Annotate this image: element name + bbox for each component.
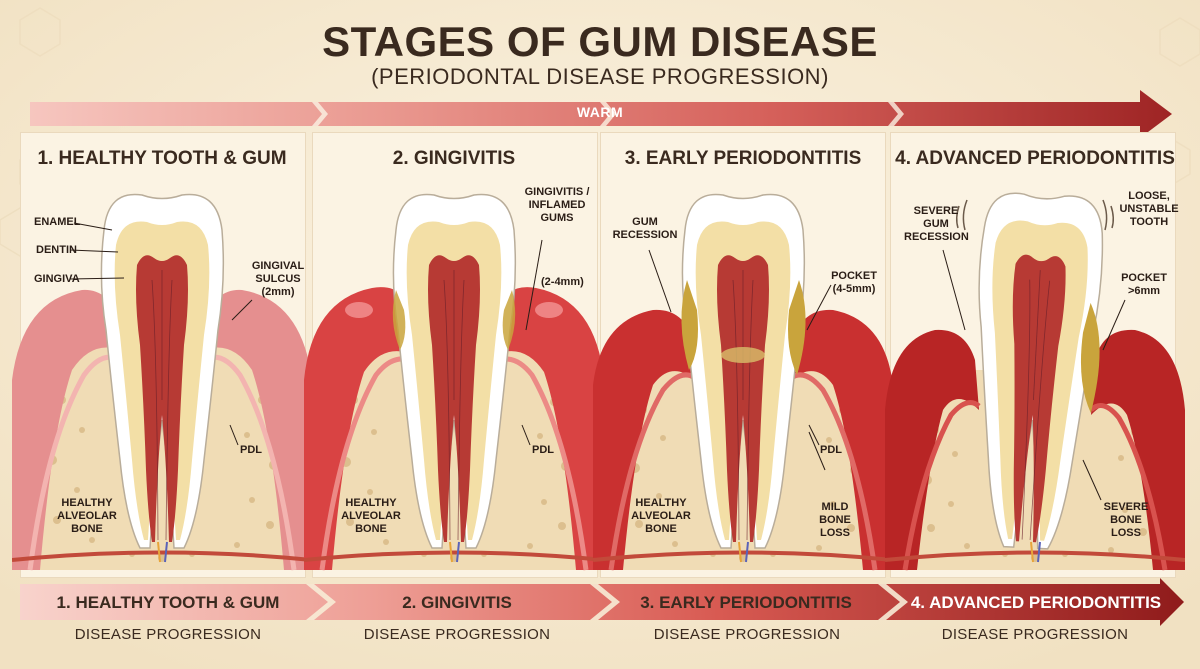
label-pocket: POCKET (4-5mm) [824,270,884,296]
footer-stage-3: 3. EARLY PERIODONTITIS [640,593,852,612]
label-text: (2mm) [261,286,295,298]
label-text: BONE [819,514,851,526]
stage-title-3: 3. EARLY PERIODONTITIS [624,148,862,169]
label-mild-bone-loss: MILD BONE LOSS [810,501,860,540]
label-loose-tooth: LOOSE, UNSTABLE TOOTH [1114,190,1184,229]
label-text: GUM [923,218,949,230]
label-pdl: PDL [820,444,842,456]
label-text: GINGIVITIS / [524,186,590,198]
label-text: RECESSION [612,229,678,241]
label-text: ALVEOLAR [631,510,691,522]
stage-title-4: 4. ADVANCED PERIODONTITIS [895,148,1175,169]
label-dentin: DENTIN [36,244,77,256]
tooth-diagram-gingivitis [304,193,604,571]
label-text: LOOSE, [1128,190,1170,202]
label-text: GUM [632,216,658,228]
label-text: ALVEOLAR [57,510,117,522]
footer-caption-3: DISEASE PROGRESSION [653,626,841,643]
label-inflamed-gums: GINGIVITIS / INFLAMED GUMS [512,186,602,225]
footer-stage-1: 1. HEALTHY TOOTH & GUM [56,593,280,612]
footer-caption-2: DISEASE PROGRESSION [363,626,551,643]
label-severe-bone-loss: SEVERE BONE LOSS [1096,501,1156,540]
footer-stage-4: 4. ADVANCED PERIODONTITIS [910,593,1162,612]
label-text: UNSTABLE [1119,203,1179,215]
label-gingival-sulcus: GINGIVAL SULCUS (2mm) [248,260,308,299]
page-title: STAGES OF GUM DISEASE [322,18,878,65]
band-label: WARM [576,104,624,120]
label-healthy-bone: HEALTHY ALVEOLAR BONE [52,497,122,536]
label-gingiva: GINGIVA [34,273,80,285]
label-text: (4-5mm) [832,283,876,295]
footer-caption-1: DISEASE PROGRESSION [74,626,262,643]
label-text: BONE [355,523,387,535]
label-text: HEALTHY [345,497,397,509]
label-text: HEALTHY [635,497,687,509]
label-severe-gum-recession: SEVERE GUM RECESSION [904,205,969,244]
label-deep-pocket: POCKET >6mm [1116,272,1172,298]
label-healthy-bone: HEALTHY ALVEOLAR BONE [626,497,696,536]
label-text: HEALTHY [61,497,113,509]
label-text: SEVERE [913,205,959,217]
label-text: GINGIVAL [251,260,305,272]
footer-stage-2: 2. GINGIVITIS [402,593,512,612]
tooth-diagram-healthy [12,193,312,571]
label-text: LOSS [820,527,850,539]
label-text: SEVERE [1103,501,1149,513]
label-text: TOOTH [1129,216,1169,228]
label-text: INFLAMED [528,199,586,211]
label-text: RECESSION [904,231,969,243]
progression-arrow-top [30,90,1172,138]
label-healthy-bone: HEALTHY ALVEOLAR BONE [336,497,406,536]
label-text: BONE [1110,514,1142,526]
tooth-diagram-early-periodontitis [593,193,893,571]
label-pdl: PDL [240,444,262,456]
label-enamel: ENAMEL [34,216,81,228]
label-text: >6mm [1127,285,1161,297]
page-subtitle: (PERIODONTAL DISEASE PROGRESSION) [371,64,829,89]
label-text: POCKET [1121,272,1167,284]
label-text: MILD [821,501,849,513]
label-pdl: PDL [532,444,554,456]
label-gum-recession: GUM RECESSION [610,216,680,242]
stage-title-2: 2. GINGIVITIS [392,148,516,169]
label-text: POCKET [831,270,877,282]
tooth-diagram-advanced-periodontitis [885,192,1185,571]
label-text: GUMS [540,212,574,224]
label-text: BONE [645,523,677,535]
stage-title-1: 1. HEALTHY TOOTH & GUM [37,148,287,169]
progression-arrow-bottom [20,578,1184,626]
label-text: ALVEOLAR [341,510,401,522]
footer-caption-4: DISEASE PROGRESSION [941,626,1129,643]
label-text: LOSS [1111,527,1141,539]
label-text: BONE [71,523,103,535]
label-text: SULCUS [255,273,301,285]
label-pocket-depth: (2-4mm) [541,276,584,288]
